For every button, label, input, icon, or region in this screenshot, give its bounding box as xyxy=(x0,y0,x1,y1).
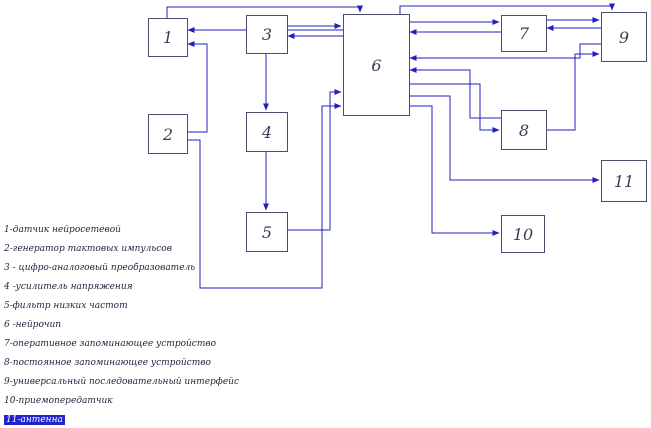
legend-item-9-text: 9-универсальный последовательный интерфе… xyxy=(4,377,239,387)
legend-item-3: 3 - цифро-аналоговый преобразователь xyxy=(4,259,239,278)
wire-6-to-9 xyxy=(399,3,615,14)
block-6: 6 xyxy=(343,14,410,116)
legend-item-1-text: 1-датчик нейросетевой xyxy=(4,225,121,235)
wire-9-to-6 xyxy=(409,43,601,61)
block-11-label: 11 xyxy=(613,171,635,191)
block-4-label: 4 xyxy=(261,122,273,142)
block-3: 3 xyxy=(246,15,288,54)
block-11: 11 xyxy=(601,160,647,202)
block-2: 2 xyxy=(148,114,188,154)
block-4: 4 xyxy=(246,112,288,152)
wire-1-to-6 xyxy=(166,5,363,18)
legend-item-5: 5-фильтр низких частот xyxy=(4,297,239,316)
legend-item-6-text: 6 -нейрочип xyxy=(4,320,62,330)
wire-6-to-11 xyxy=(408,95,600,183)
legend-item-1: 1-датчик нейросетевой xyxy=(4,221,239,240)
block-10: 10 xyxy=(501,215,545,253)
block-7-label: 7 xyxy=(518,24,530,43)
block-1: 1 xyxy=(148,18,188,57)
wire-8-to-6 xyxy=(409,67,501,119)
wire-5-to-6 xyxy=(286,89,342,231)
legend-item-6: 6 -нейрочип xyxy=(4,316,239,335)
legend-item-4: 4 -усилитель напряжения xyxy=(4,278,239,297)
block-9-label: 9 xyxy=(618,27,630,47)
legend-item-10-text: 10-приемопередатчик xyxy=(4,396,113,406)
block-5-label: 5 xyxy=(261,222,273,242)
legend-item-11-text: 11-антенна xyxy=(4,415,65,425)
legend-item-11-selected: 11-антенна xyxy=(4,411,239,428)
block-10-label: 10 xyxy=(512,224,534,244)
legend-item-8: 8-постоянное запоминающее устройство xyxy=(4,354,239,373)
wire-2-to-1 xyxy=(186,41,208,133)
legend-item-3-text: 3 - цифро-аналоговый преобразователь xyxy=(4,263,196,273)
block-9: 9 xyxy=(601,12,647,62)
legend-item-2-text: 2-генератор тактовых импульсов xyxy=(4,244,172,254)
legend-item-7-text: 7-оперативное запоминающее устройство xyxy=(4,339,217,349)
block-5: 5 xyxy=(246,212,288,252)
legend-item-9: 9-универсальный последовательный интерфе… xyxy=(4,373,239,392)
legend-item-5-text: 5-фильтр низких частот xyxy=(4,301,128,311)
legend-item-4-text: 4 -усилитель напряжения xyxy=(4,282,133,292)
wire-6-to-10 xyxy=(408,105,500,236)
wire-8-to-9 xyxy=(545,51,600,131)
legend: 1-датчик нейросетевой 2-генератор тактов… xyxy=(4,221,239,428)
legend-item-7: 7-оперативное запоминающее устройство xyxy=(4,335,239,354)
legend-item-2: 2-генератор тактовых импульсов xyxy=(4,240,239,259)
legend-item-10: 10-приемопередатчик xyxy=(4,392,239,411)
wire-2-to-6 xyxy=(186,103,342,289)
block-3-label: 3 xyxy=(261,25,273,44)
wire-6-to-8 xyxy=(408,83,500,133)
block-8-label: 8 xyxy=(518,120,530,140)
block-2-label: 2 xyxy=(162,124,174,144)
legend-item-8-text: 8-постоянное запоминающее устройство xyxy=(4,358,211,368)
block-1-label: 1 xyxy=(162,28,174,47)
block-7: 7 xyxy=(501,15,547,52)
block-8: 8 xyxy=(501,110,547,150)
block-6-label: 6 xyxy=(371,55,382,75)
